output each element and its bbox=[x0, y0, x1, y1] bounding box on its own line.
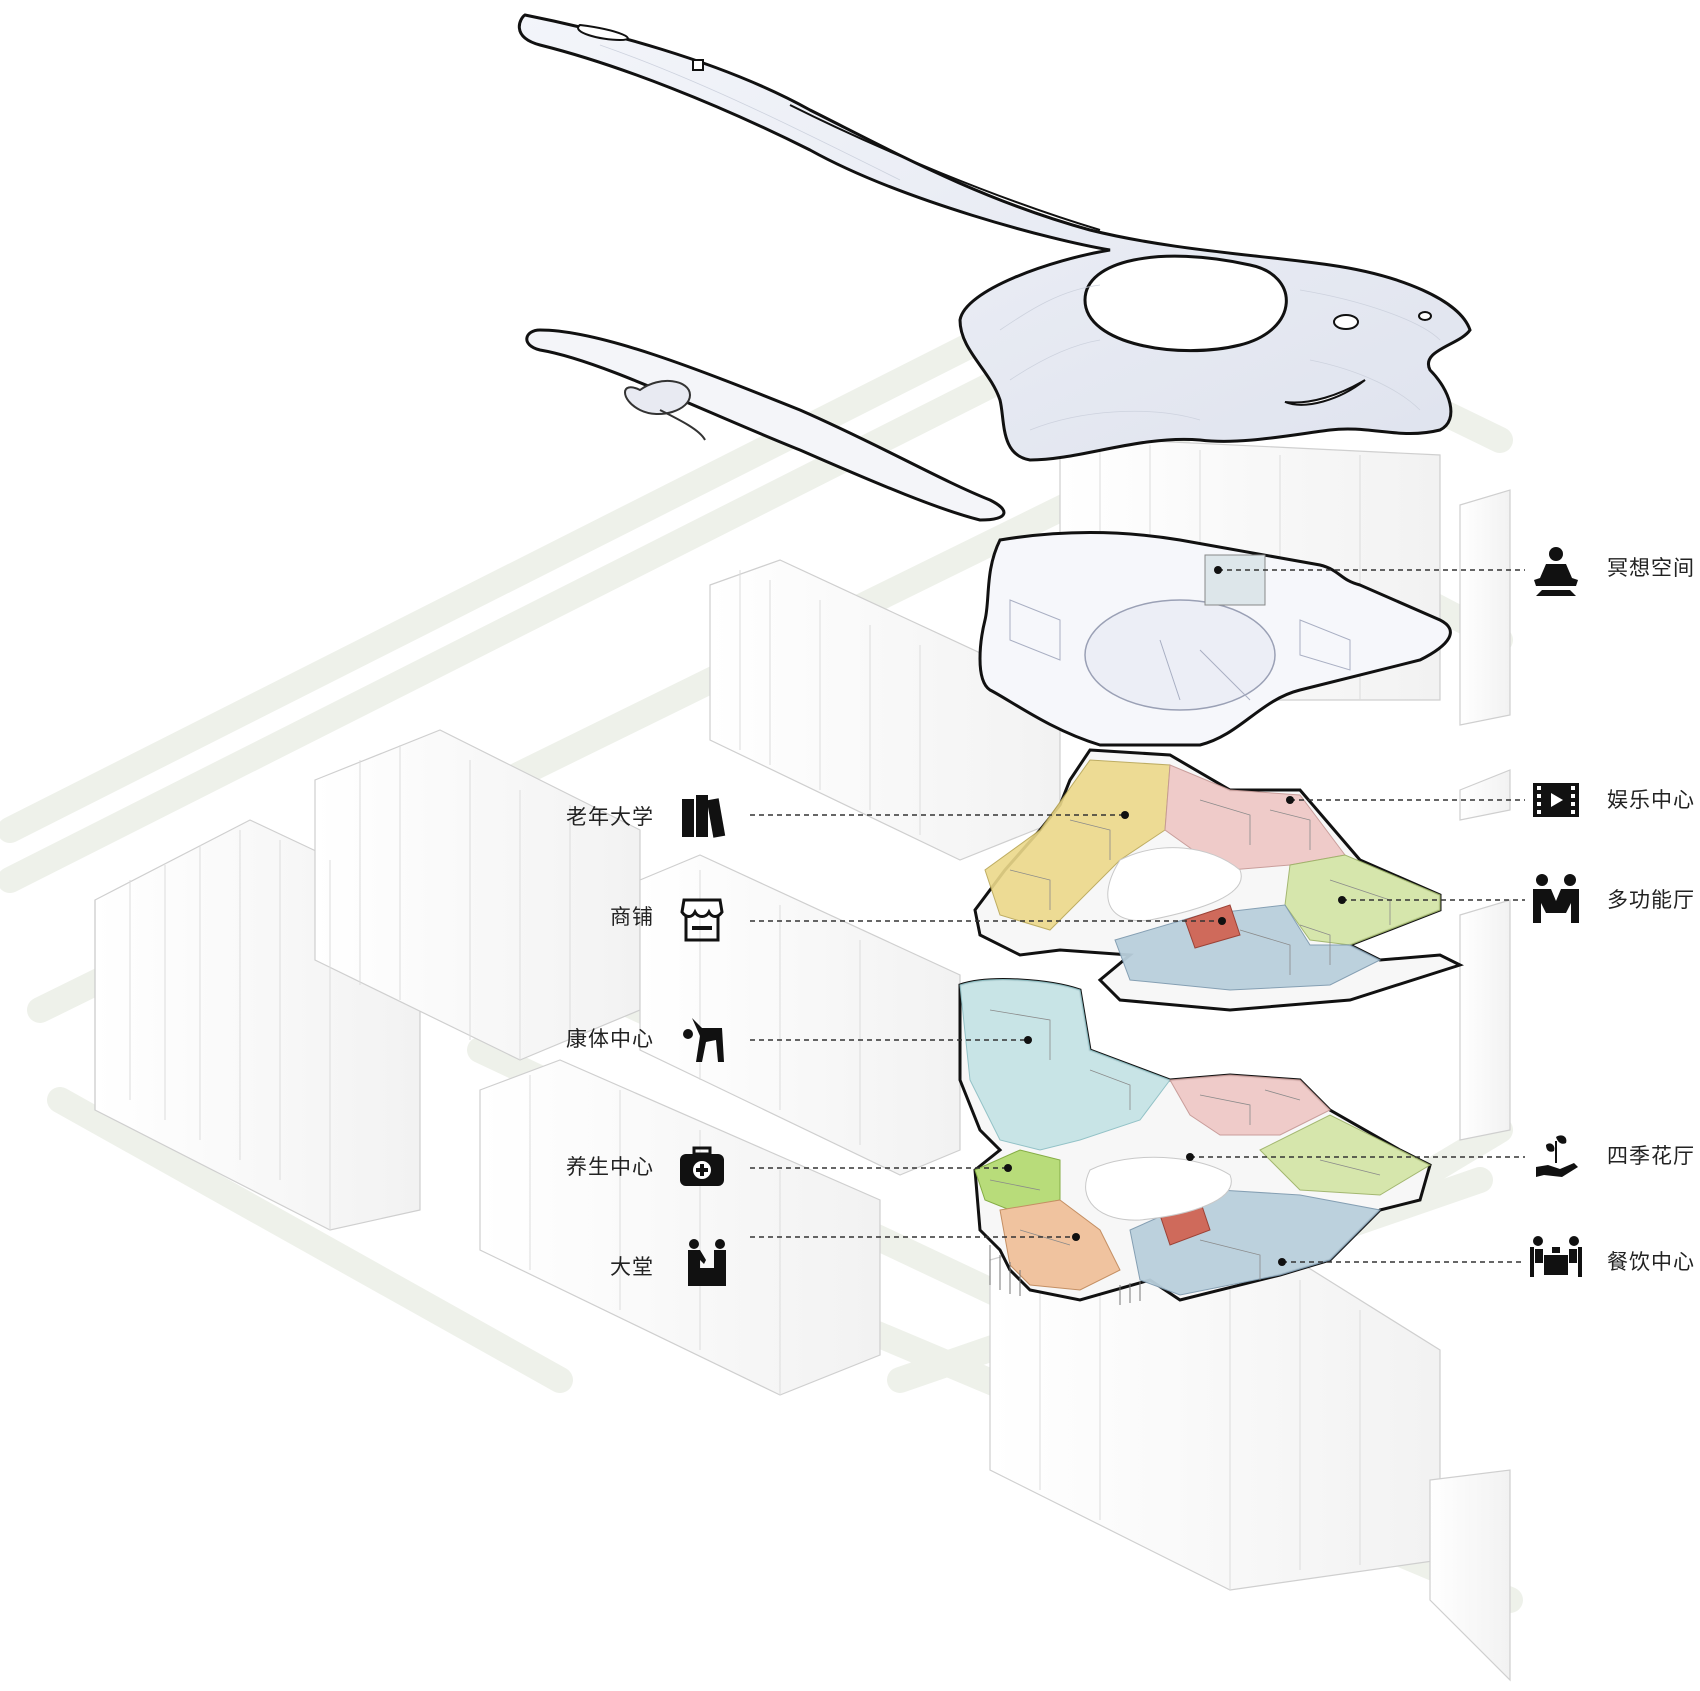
label-lobby: 大堂 bbox=[610, 1255, 654, 1279]
label-meditation-space: 冥想空间 bbox=[1607, 556, 1695, 580]
label-shops: 商铺 bbox=[610, 905, 654, 929]
label-entertainment-center: 娱乐中心 bbox=[1607, 788, 1695, 812]
floor-upper bbox=[525, 328, 1452, 747]
upper-dome bbox=[1084, 599, 1276, 711]
lower-atrium bbox=[1085, 1156, 1232, 1221]
zone-dining-middle bbox=[1114, 904, 1382, 991]
middle-atrium bbox=[1107, 847, 1242, 922]
building-mid bbox=[639, 854, 961, 1176]
leader-lines bbox=[750, 569, 1525, 1263]
building-far-right-2 bbox=[1459, 899, 1511, 1141]
roof-slot bbox=[577, 23, 629, 42]
roof-hole-1 bbox=[1333, 314, 1359, 330]
zone-shop-middle bbox=[1184, 904, 1241, 949]
label-wellness-center: 养生中心 bbox=[566, 1155, 654, 1179]
building-bottom-far bbox=[1429, 1469, 1511, 1682]
roof-canopy-shape bbox=[517, 13, 1472, 462]
label-elderly-university: 老年大学 bbox=[566, 805, 654, 829]
medical-kit-icon bbox=[680, 1146, 724, 1186]
plant-hand-icon bbox=[1536, 1135, 1578, 1177]
dining-icon bbox=[1530, 1236, 1582, 1277]
label-fitness-center: 康体中心 bbox=[566, 1027, 654, 1051]
people-icon bbox=[1533, 874, 1579, 923]
building-far-right-3 bbox=[1459, 769, 1511, 821]
roof-hole-2 bbox=[1418, 311, 1432, 321]
reception-icon bbox=[688, 1239, 726, 1286]
roof-inner-opening bbox=[1083, 254, 1288, 353]
floor-lower bbox=[958, 978, 1432, 1305]
shop-awning-icon bbox=[680, 898, 724, 942]
leader-dots bbox=[1004, 566, 1346, 1266]
bridge-walkway bbox=[525, 328, 1006, 522]
film-icon bbox=[1533, 783, 1579, 817]
roof-canopy bbox=[517, 13, 1472, 462]
label-multifunction-hall: 多功能厅 bbox=[1607, 888, 1695, 912]
roof-slit bbox=[1284, 379, 1366, 406]
meditation-room bbox=[1204, 554, 1266, 606]
roof-skylight bbox=[692, 59, 704, 71]
zone-garden-green bbox=[1259, 1114, 1432, 1196]
zone-fitness bbox=[959, 979, 1171, 1151]
exercise-icon bbox=[683, 1018, 724, 1062]
label-four-season-garden: 四季花厅 bbox=[1607, 1144, 1695, 1168]
zone-lobby bbox=[999, 1199, 1121, 1291]
building-far-right bbox=[1459, 489, 1511, 726]
spiral-stair bbox=[624, 379, 692, 415]
meditation-icon bbox=[1534, 547, 1578, 596]
label-dining-center: 餐饮中心 bbox=[1607, 1250, 1695, 1274]
books-icon bbox=[682, 795, 726, 838]
lower-facade-mullions bbox=[989, 1245, 1141, 1305]
